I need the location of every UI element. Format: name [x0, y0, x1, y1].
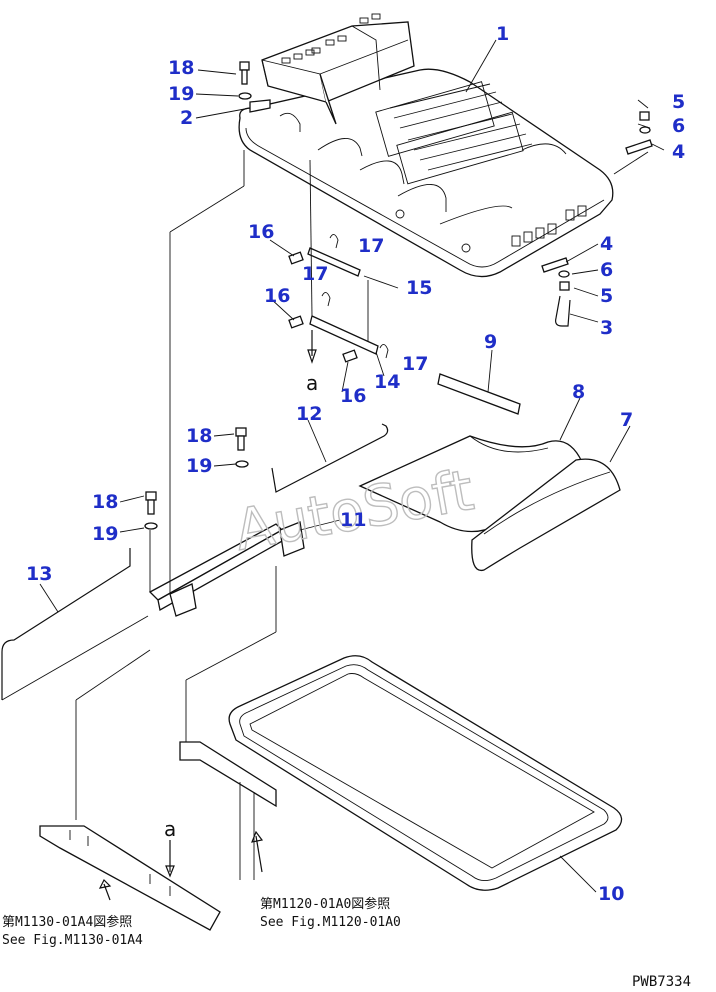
lower-frame-left: [39, 649, 221, 931]
label-10: 10: [598, 883, 624, 905]
side-cover-7: [471, 458, 621, 572]
handle-rod-12: [271, 423, 389, 493]
label-13: 13: [26, 563, 52, 585]
label-16-b: 16: [264, 285, 290, 307]
label-16-a: 16: [248, 221, 274, 243]
reference-1-jp: 第M1130-01A4図参照: [2, 914, 132, 930]
support-rod-9: [437, 373, 521, 415]
side-cover-8: [358, 435, 583, 533]
label-16-c: 16: [340, 385, 366, 407]
label-15: 15: [406, 277, 432, 299]
rubber-seal-10: [228, 655, 623, 891]
label-2: 2: [180, 107, 193, 129]
label-18-b: 18: [186, 425, 212, 447]
label-17-c: 17: [402, 353, 428, 375]
figure-references: 第M1130-01A4図参照 See Fig.M1130-01A4 第M1120…: [2, 896, 401, 948]
bolt-18-top: [238, 61, 271, 113]
label-6-bottom: 6: [600, 259, 613, 281]
reference-2-en: See Fig.M1120-01A0: [260, 915, 401, 930]
label-3: 3: [600, 317, 613, 339]
hood-front-vents: [511, 205, 587, 247]
hood-air-box: [261, 13, 415, 125]
bolt-18-left: [144, 491, 158, 530]
label-4-bottom: 4: [600, 233, 613, 255]
rod-13: [1, 530, 151, 701]
label-18-c: 18: [92, 491, 118, 513]
frame-11: [148, 150, 305, 617]
label-5-bottom: 5: [600, 285, 613, 307]
label-4-top: 4: [672, 141, 685, 163]
reference-2-jp: 第M1120-01A0図参照: [260, 896, 390, 912]
label-18-a: 18: [168, 57, 194, 79]
leader-lines: [39, 39, 665, 893]
label-7: 7: [620, 409, 633, 431]
reference-1-en: See Fig.M1130-01A4: [2, 933, 143, 948]
section-marker-a-bottom: a: [164, 817, 176, 841]
label-8: 8: [572, 381, 585, 403]
hood-grille: [375, 81, 533, 185]
label-12: 12: [296, 403, 322, 425]
stud-bolt-3: [541, 111, 653, 327]
bolt-18-middle: [235, 427, 249, 468]
label-9: 9: [484, 331, 497, 353]
label-19-b: 19: [186, 455, 212, 477]
label-6-top: 6: [672, 115, 685, 137]
label-17-a: 17: [358, 235, 384, 257]
label-1: 1: [496, 23, 509, 45]
part-labels: 1 2 3 4 4 5 5 6 6 7 8 9 10 11 12 13 14 1…: [26, 23, 685, 905]
label-11: 11: [340, 509, 366, 531]
label-19-a: 19: [168, 83, 194, 105]
label-19-c: 19: [92, 523, 118, 545]
label-17-b: 17: [302, 263, 328, 285]
label-14: 14: [374, 371, 400, 393]
label-5-top: 5: [672, 91, 685, 113]
lower-frame-right: [179, 566, 277, 880]
engine-hood: [238, 13, 614, 278]
drawing-code: PWB7334: [632, 974, 691, 990]
section-marker-a-top: a: [306, 371, 318, 395]
